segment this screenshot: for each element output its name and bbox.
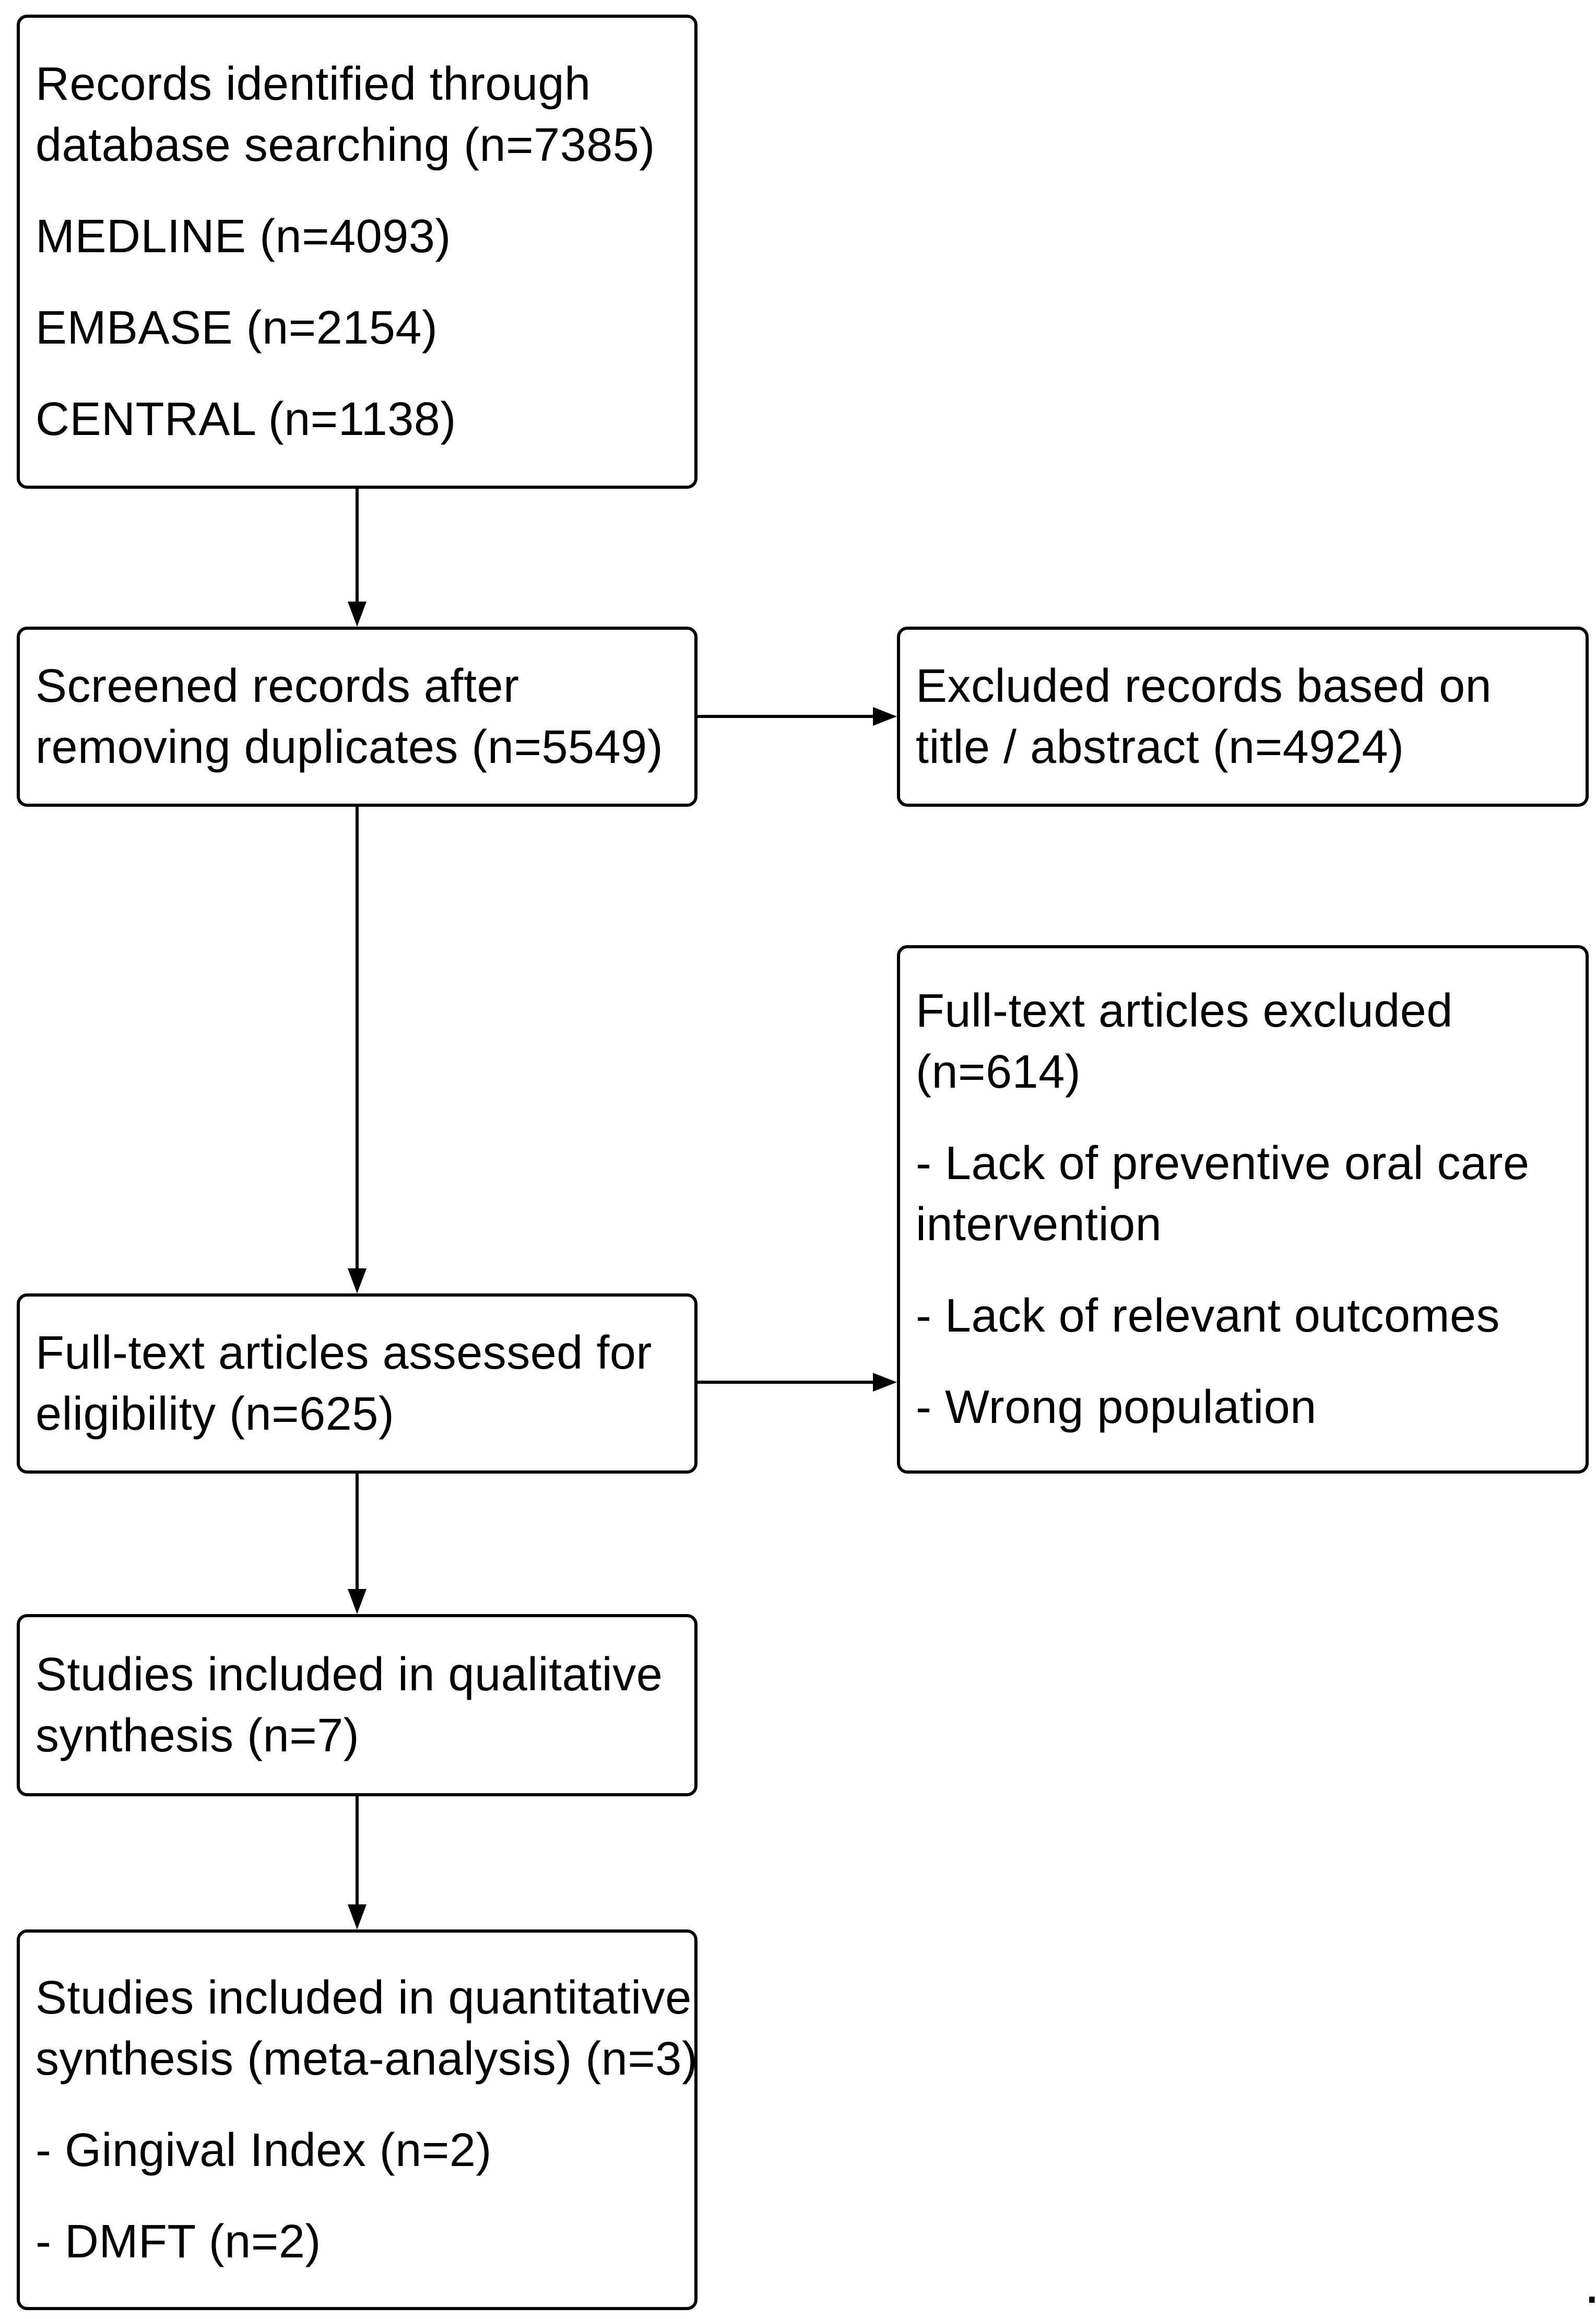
box-excluded-title-abstract: Excluded records based on title / abstra… xyxy=(897,627,1589,807)
arrow-line xyxy=(356,807,359,1268)
box-text-line: Excluded records based on xyxy=(916,660,1492,712)
excluded-title-abstract-text: Excluded records based on title / abstra… xyxy=(916,656,1492,778)
arrowhead-down-icon xyxy=(348,602,367,627)
box-text-line: Screened records after xyxy=(36,660,519,712)
box-fulltext-excluded: Full-text articles excluded (n=614) - La… xyxy=(897,945,1589,1474)
arrowhead-right-icon xyxy=(873,1373,897,1392)
box-quantitative-synthesis: Studies included in quantitative synthes… xyxy=(17,1929,697,2310)
box-text-line: Records identified through xyxy=(36,57,591,110)
box-text-line: removing duplicates (n=5549) xyxy=(36,721,664,773)
arrow-line xyxy=(697,715,873,718)
box-text-line: Full-text articles assessed for xyxy=(36,1326,652,1379)
box-text-line: - Wrong population xyxy=(916,1381,1317,1433)
box-text-line: CENTRAL (n=1138) xyxy=(36,393,456,445)
eligibility-text: Full-text articles assessed for eligibil… xyxy=(36,1323,652,1445)
records-embase-count: EMBASE (n=2154) xyxy=(36,298,438,359)
fulltext-excluded-reason-1: - Lack of preventive oral care intervent… xyxy=(916,1133,1530,1255)
quantitative-gingival-index: - Gingival Index (n=2) xyxy=(36,2120,492,2181)
arrowhead-down-icon xyxy=(348,1589,367,1614)
fulltext-excluded-reason-3: - Wrong population xyxy=(916,1377,1317,1438)
records-identified-title: Records identified through database sear… xyxy=(36,54,655,176)
box-text-line: EMBASE (n=2154) xyxy=(36,301,438,354)
box-qualitative-synthesis: Studies included in qualitative synthesi… xyxy=(17,1614,697,1796)
arrow-line xyxy=(356,489,359,602)
box-text-line: (n=614) xyxy=(916,1046,1081,1098)
quantitative-dmft: - DMFT (n=2) xyxy=(36,2211,321,2273)
box-eligibility: Full-text articles assessed for eligibil… xyxy=(17,1293,697,1474)
fulltext-excluded-reason-2: - Lack of relevant outcomes xyxy=(916,1286,1500,1347)
box-text-line: eligibility (n=625) xyxy=(36,1387,395,1440)
records-central-count: CENTRAL (n=1138) xyxy=(36,389,456,450)
box-text-line: - Lack of relevant outcomes xyxy=(916,1290,1500,1342)
box-text-line: title / abstract (n=4924) xyxy=(916,721,1404,773)
box-text-line: MEDLINE (n=4093) xyxy=(36,210,451,263)
arrow-line xyxy=(356,1474,359,1589)
records-medline-count: MEDLINE (n=4093) xyxy=(36,206,451,267)
fulltext-excluded-title: Full-text articles excluded (n=614) xyxy=(916,981,1453,1103)
arrow-line xyxy=(697,1381,873,1384)
quantitative-synthesis-title: Studies included in quantitative synthes… xyxy=(36,1968,697,2090)
box-screened-records: Screened records after removing duplicat… xyxy=(17,627,697,807)
box-text-line: Studies included in qualitative xyxy=(36,1648,663,1701)
arrowhead-down-icon xyxy=(348,1268,367,1293)
screened-records-text: Screened records after removing duplicat… xyxy=(36,656,663,778)
box-records-identified: Records identified through database sear… xyxy=(17,15,697,489)
arrowhead-down-icon xyxy=(348,1904,367,1929)
box-text-line: database searching (n=7385) xyxy=(36,119,655,171)
box-text-line: Studies included in quantitative xyxy=(36,1971,692,2024)
box-text-line: - Lack of preventive oral care xyxy=(916,1137,1530,1190)
trailing-period: . xyxy=(1584,2255,1596,2312)
box-text-line: synthesis (meta-analysis) (n=3) xyxy=(36,2032,698,2085)
arrowhead-right-icon xyxy=(873,707,897,726)
box-text-line: - DMFT (n=2) xyxy=(36,2215,321,2268)
box-text-line: - Gingival Index (n=2) xyxy=(36,2124,492,2176)
qualitative-synthesis-text: Studies included in qualitative synthesi… xyxy=(36,1644,663,1767)
box-text-line: synthesis (n=7) xyxy=(36,1709,360,1762)
arrow-line xyxy=(356,1796,359,1904)
box-text-line: Full-text articles excluded xyxy=(916,985,1453,1037)
box-text-line: intervention xyxy=(916,1198,1162,1251)
